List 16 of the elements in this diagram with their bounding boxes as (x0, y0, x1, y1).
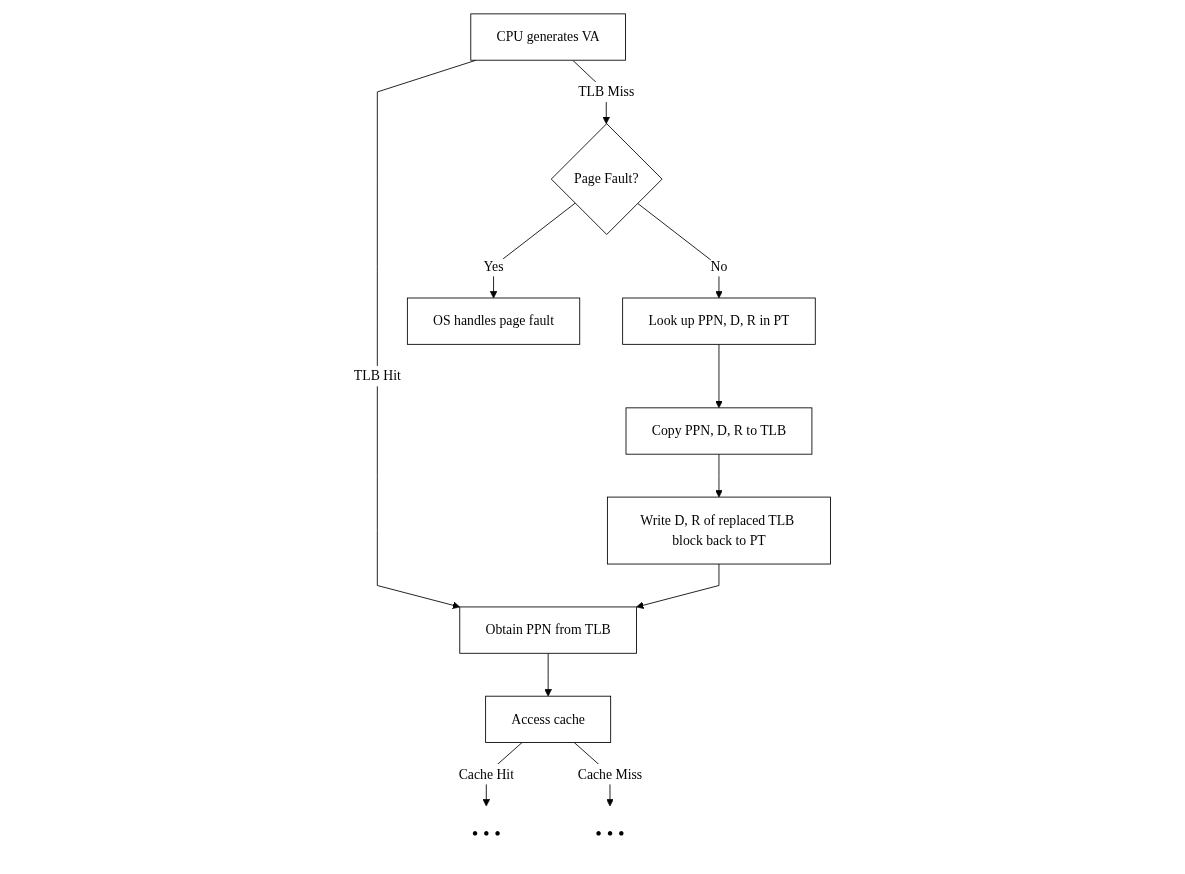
node-box: OS handles page fault (407, 297, 581, 345)
edge-label: TLB Miss (578, 84, 635, 99)
node-text: • • • (595, 822, 625, 844)
node-diamond: Page Fault? (551, 123, 663, 235)
node-text: • • • (471, 822, 502, 844)
edge-label: Cache Hit (458, 766, 515, 782)
node-box: Copy PPN, D, R to TLB (625, 407, 813, 455)
node-box: Write D, R of replaced TLB block back to PT (607, 496, 832, 565)
node-box: CPU generates VA (470, 13, 627, 61)
edge-label: No (710, 258, 728, 274)
edge-label: Yes (483, 258, 504, 274)
edge-label: Cache Miss (578, 766, 643, 782)
node-box: Obtain PPN from TLB (459, 606, 638, 654)
node-box: Access cache (485, 695, 612, 743)
edge-label: TLB Hit (354, 368, 402, 383)
node-box: Look up PPN, D, R in PT (622, 297, 816, 345)
